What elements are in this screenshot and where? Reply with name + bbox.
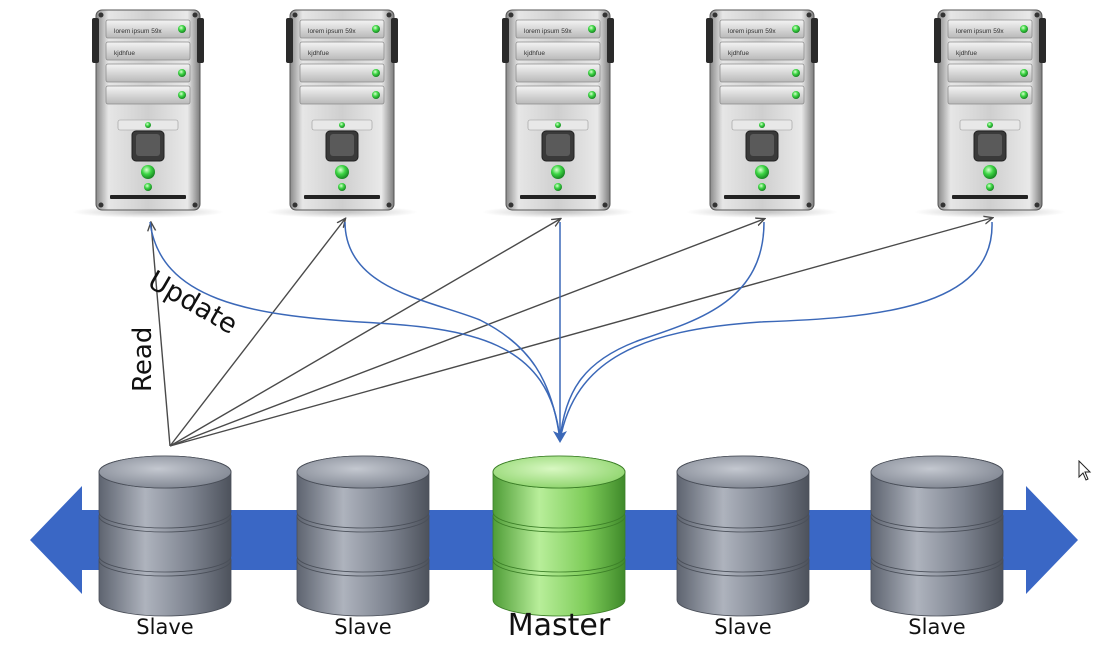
status-led-icon xyxy=(588,25,596,33)
update-arrow-1 xyxy=(149,221,561,441)
server-label-mid: kjdhfue xyxy=(956,50,977,57)
slave-database-icon-2 xyxy=(296,455,430,617)
server-label-top: lorem ipsum 59x xyxy=(308,28,356,35)
server-2: lorem ipsum 59x kjdhfue xyxy=(266,9,418,218)
slave-database-icon-4 xyxy=(870,455,1004,617)
read-arrow-4 xyxy=(169,219,764,447)
server-3: lorem ipsum 59x kjdhfue xyxy=(482,9,634,218)
update-arrow-5 xyxy=(559,221,993,441)
status-led-icon xyxy=(1020,69,1028,77)
read-arrow-1 xyxy=(151,223,171,447)
update-arrows xyxy=(149,221,993,443)
read-arrow-5 xyxy=(169,218,992,447)
status-led-icon xyxy=(1020,25,1028,33)
read-arrows xyxy=(151,218,992,447)
server-label-top: lorem ipsum 59x xyxy=(728,28,776,35)
power-led-icon xyxy=(141,165,155,179)
power-led-icon xyxy=(983,165,997,179)
status-led-icon xyxy=(178,69,186,77)
status-led-icon xyxy=(792,69,800,77)
power-led-icon xyxy=(551,165,565,179)
slave-database-icon-3 xyxy=(676,455,810,617)
server-1: lorem ipsum 59x kjdhfue xyxy=(72,9,224,218)
slave-database-icon-1 xyxy=(98,455,232,617)
status-led-icon xyxy=(792,91,800,99)
server-label-top: lorem ipsum 59x xyxy=(956,28,1004,35)
read-arrow-3 xyxy=(169,219,560,447)
status-led-icon xyxy=(1020,91,1028,99)
status-led-icon xyxy=(178,91,186,99)
update-arrow-2 xyxy=(344,221,561,441)
db-label-slave-4: Slave xyxy=(908,615,966,639)
read-label: Read xyxy=(128,326,158,392)
server-label-top: lorem ipsum 59x xyxy=(524,28,572,35)
db-label-slave-3: Slave xyxy=(714,615,772,639)
status-led-icon xyxy=(372,25,380,33)
mouse-cursor-icon xyxy=(1078,460,1092,481)
update-arrow-4 xyxy=(559,221,765,441)
power-led-icon xyxy=(335,165,349,179)
status-led-icon xyxy=(372,91,380,99)
server-4: lorem ipsum 59x kjdhfue xyxy=(686,9,838,218)
status-led-icon xyxy=(792,25,800,33)
status-led-icon xyxy=(372,69,380,77)
server-label-mid: kjdhfue xyxy=(728,50,749,57)
db-label-slave-1: Slave xyxy=(136,615,194,639)
server-label-mid: kjdhfue xyxy=(524,50,545,57)
server-label-mid: kjdhfue xyxy=(308,50,329,57)
status-led-icon xyxy=(178,25,186,33)
db-label-slave-2: Slave xyxy=(334,615,392,639)
server-label-top: lorem ipsum 59x xyxy=(114,28,162,35)
master-database-icon xyxy=(492,455,626,617)
status-led-icon xyxy=(588,91,596,99)
db-label-master: Master xyxy=(507,608,611,643)
status-led-icon xyxy=(588,69,596,77)
read-arrow-2 xyxy=(169,219,345,447)
power-led-icon xyxy=(755,165,769,179)
server-5: lorem ipsum 59x kjdhfue xyxy=(914,9,1066,218)
server-label-mid: kjdhfue xyxy=(114,50,135,57)
